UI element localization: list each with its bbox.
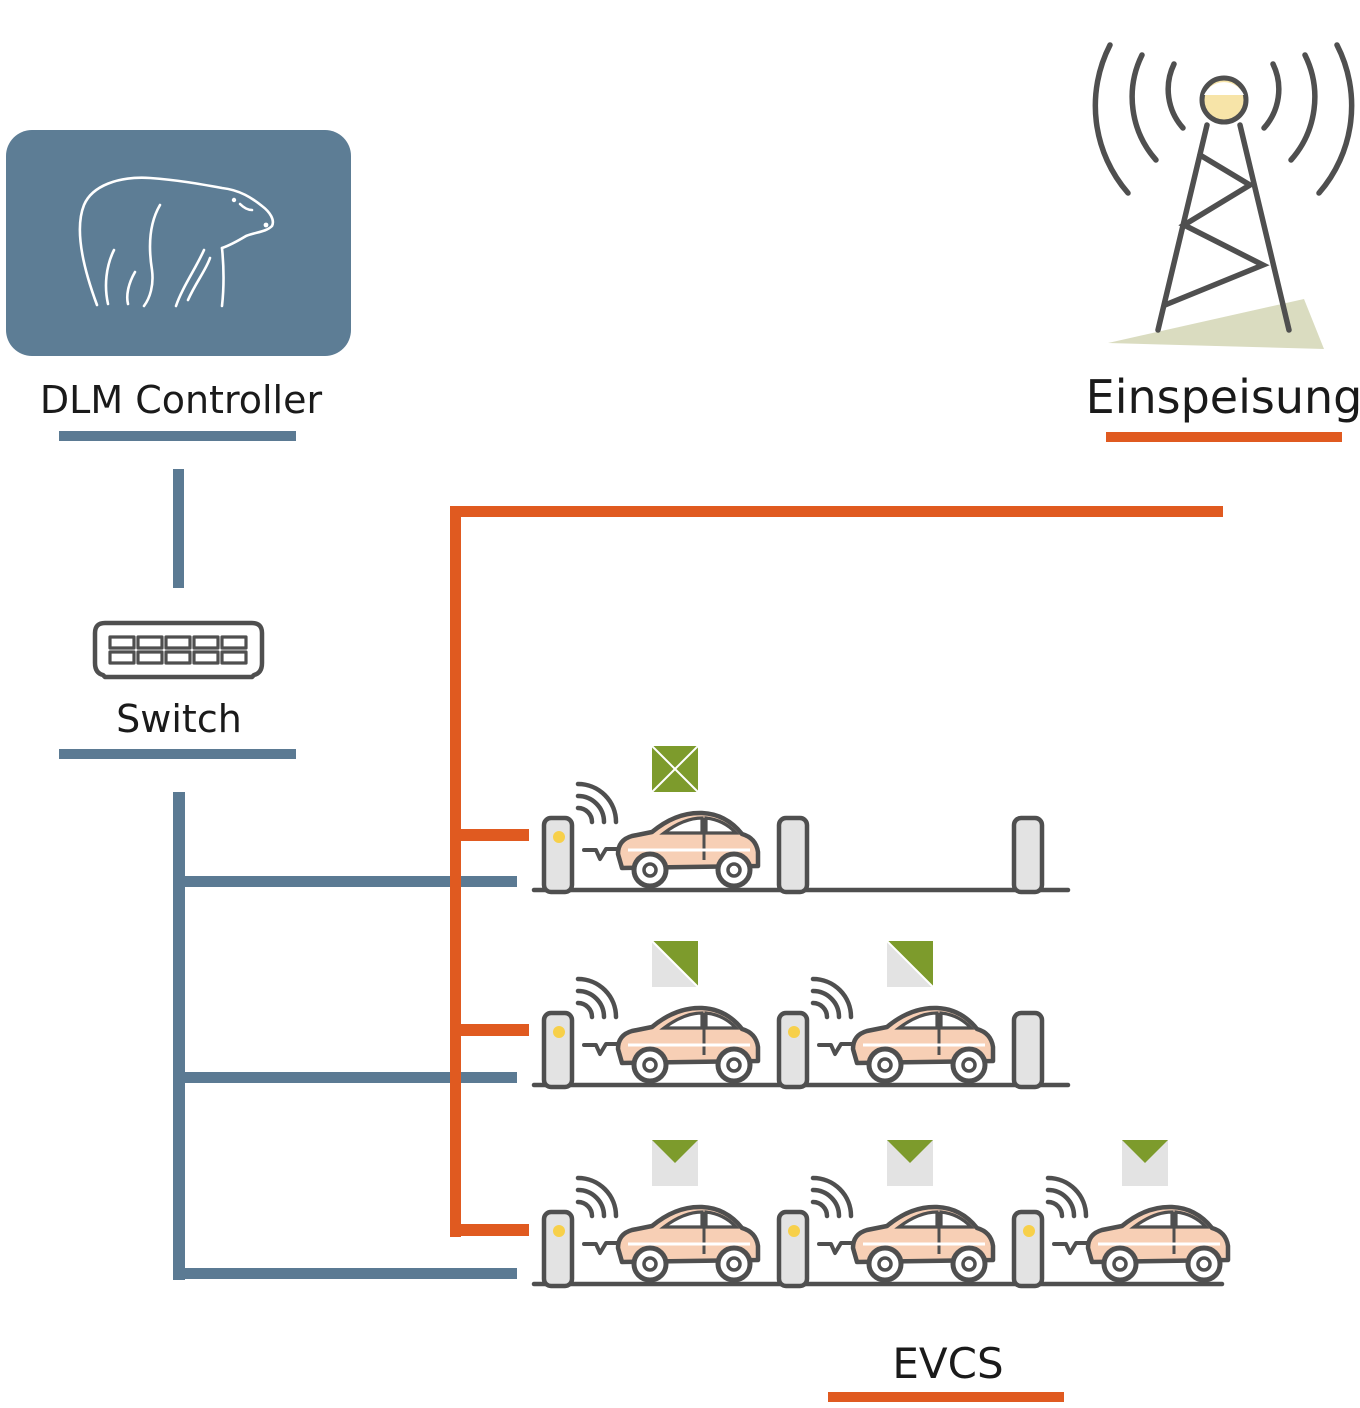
electric-car-icon (817, 1204, 996, 1283)
controller-box (6, 130, 351, 356)
charging-row (531, 745, 1071, 895)
charging-spot (1011, 815, 1045, 895)
tower-shadow (1108, 299, 1324, 349)
charging-station-icon (1011, 1010, 1045, 1090)
charging-spot (1011, 1010, 1045, 1090)
data-bus (173, 792, 517, 1280)
envelope-icon (651, 745, 699, 793)
wifi-signal-icon (575, 1175, 619, 1219)
network-switch-icon (92, 620, 265, 680)
charging-station-icon (541, 1010, 575, 1090)
wifi-signal-icon (575, 781, 619, 825)
charging-spot (541, 1140, 761, 1289)
charging-station-icon (776, 1209, 810, 1289)
switch-label: Switch (116, 697, 242, 741)
wifi-signal-icon (810, 1175, 854, 1219)
charging-row (531, 1140, 1231, 1289)
charging-spot (541, 940, 761, 1090)
charging-spot (776, 815, 810, 895)
charging-row (531, 940, 1071, 1090)
charging-station-icon (541, 815, 575, 895)
charging-station-icon (541, 1209, 575, 1289)
charging-spot (776, 1140, 996, 1289)
power-bus (450, 506, 1223, 1237)
charging-rows (531, 745, 1231, 1289)
envelope-icon (886, 940, 934, 988)
feed-underline (1106, 432, 1342, 442)
feed-label: Einspeisung (1086, 370, 1360, 424)
switch-underline (59, 749, 296, 759)
charging-spot (1011, 1140, 1231, 1289)
controller-switch-link (173, 469, 184, 588)
envelope-icon (1122, 1140, 1168, 1186)
controller-underline (59, 431, 296, 441)
radio-tower-icon (1092, 42, 1355, 349)
wifi-signal-icon (810, 976, 854, 1020)
charging-station-icon (1011, 815, 1045, 895)
polar-bear-icon (78, 176, 275, 308)
wifi-signal-icon (575, 976, 619, 1020)
evcs-underline (828, 1392, 1064, 1402)
envelope-icon (651, 940, 699, 988)
charging-station-icon (776, 815, 810, 895)
charging-spot (541, 745, 761, 895)
electric-car-icon (582, 810, 761, 889)
charging-spot (776, 940, 996, 1090)
electric-car-icon (582, 1005, 761, 1084)
dlm-controller (6, 130, 351, 356)
electric-car-icon (1052, 1204, 1231, 1283)
charging-station-icon (776, 1010, 810, 1090)
wifi-signal-icon (1045, 1175, 1089, 1219)
electric-car-icon (582, 1204, 761, 1283)
electric-car-icon (817, 1005, 996, 1084)
envelope-icon (887, 1140, 933, 1186)
charging-station-icon (1011, 1209, 1045, 1289)
evcs-label: EVCS (892, 1339, 1003, 1388)
controller-label: DLM Controller (40, 378, 323, 422)
envelope-icon (652, 1140, 698, 1186)
